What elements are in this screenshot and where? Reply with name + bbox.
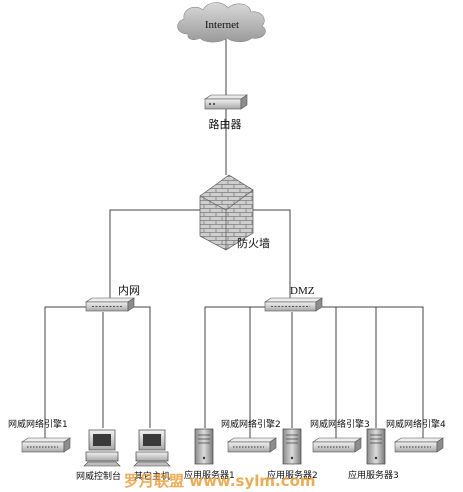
engine-4: 网威网络引擎4 [386, 418, 446, 453]
app-server-1: 应用服务器1 [184, 428, 235, 481]
server-tower-icon [366, 428, 386, 465]
cloud-icon [177, 2, 266, 43]
network-engine-icon [227, 437, 277, 453]
dmz-switch: DMZ [264, 285, 323, 312]
firewall-brick-wall-icon [199, 174, 254, 251]
dmz-label: DMZ [290, 285, 315, 297]
switch-icon [264, 297, 323, 312]
console-label: 网威控制台 [76, 470, 121, 482]
network-engine-icon [394, 437, 444, 453]
firewall-device: 防火墙 [199, 174, 270, 251]
app-server-2: 应用服务器2 [267, 428, 318, 481]
router-icon [204, 94, 248, 110]
router-device: 路由器 [204, 94, 248, 131]
network-engine-icon [312, 437, 362, 453]
workstation-icon [83, 429, 121, 467]
intranet-switch: 内网 [85, 283, 140, 312]
engine-2: 网威网络引擎2 [221, 418, 281, 453]
app-server-3: 应用服务器3 [348, 428, 399, 481]
internet-label: Internet [205, 19, 239, 31]
engine-2-label: 网威网络引擎2 [221, 418, 281, 430]
watermark-text: 罗月联盟 www.sylm.com [124, 472, 316, 490]
other-host-label: 其它主机 [134, 470, 170, 482]
router-label: 路由器 [209, 117, 242, 131]
workstation-icon [133, 429, 171, 467]
engine-1-label: 网威网络引擎1 [8, 418, 68, 430]
app-server-1-label: 应用服务器1 [184, 469, 235, 481]
app-server-3-label: 应用服务器3 [348, 469, 399, 481]
internet-cloud: Internet [177, 2, 266, 43]
app-server-2-label: 应用服务器2 [267, 469, 318, 481]
network-engine-icon [21, 437, 71, 453]
server-tower-icon [194, 428, 214, 465]
engine-3-label: 网威网络引擎3 [310, 418, 370, 430]
firewall-label: 防火墙 [237, 236, 270, 250]
switch-icon [85, 297, 135, 312]
engine-3: 网威网络引擎3 [310, 418, 370, 453]
console-workstation: 网威控制台 [76, 429, 121, 482]
engine-1: 网威网络引擎1 [8, 418, 71, 453]
server-tower-icon [282, 428, 302, 465]
engine-4-label: 网威网络引擎4 [386, 418, 446, 430]
other-host-workstation: 其它主机 [133, 429, 171, 482]
intranet-label: 内网 [118, 283, 140, 297]
